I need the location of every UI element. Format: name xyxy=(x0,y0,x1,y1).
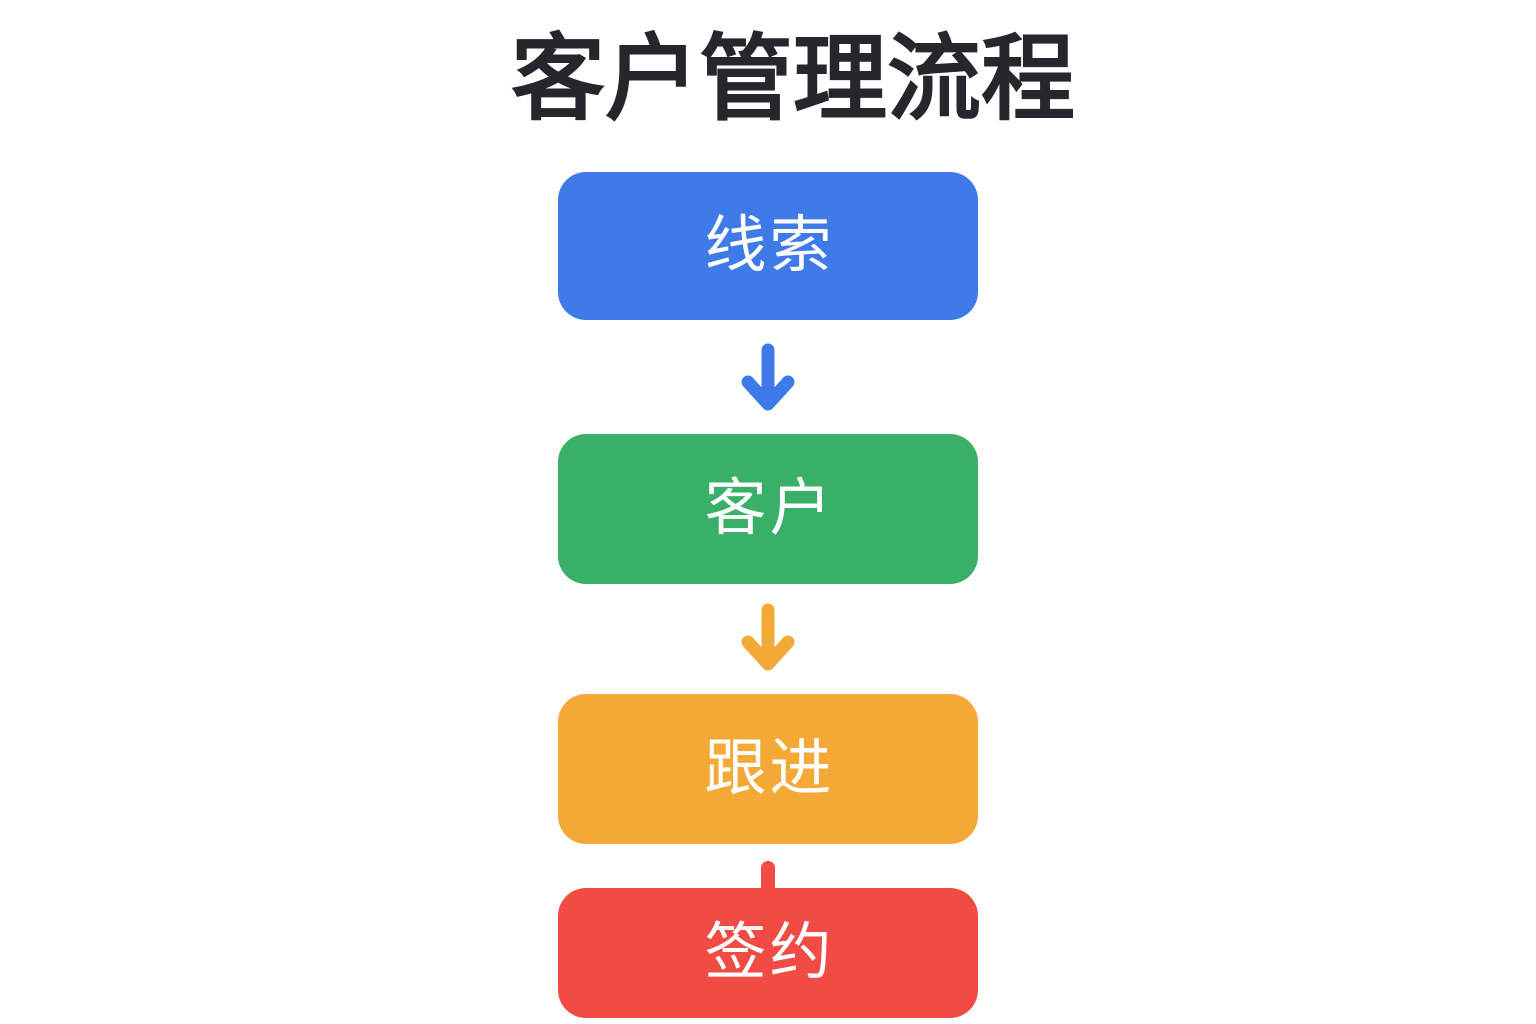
flow-step-customer: 客户 xyxy=(558,434,978,584)
flow-step-lead: 线索 xyxy=(558,172,978,320)
arrow-down-icon xyxy=(741,603,795,671)
flow-step-followup-label: 跟进 xyxy=(704,734,835,803)
flow-step-sign: 签约 xyxy=(558,888,978,1018)
flow-step-lead-label: 线索 xyxy=(704,211,835,280)
arrow-down-glyph xyxy=(741,343,795,411)
page-title: 客户管理流程 xyxy=(510,26,1075,131)
flow-step-customer-label: 客户 xyxy=(704,474,835,543)
flow-step-followup: 跟进 xyxy=(558,694,978,844)
arrow-down-glyph xyxy=(741,603,795,671)
flow-step-sign-label: 签约 xyxy=(704,918,835,987)
arrow-down-icon xyxy=(741,343,795,411)
